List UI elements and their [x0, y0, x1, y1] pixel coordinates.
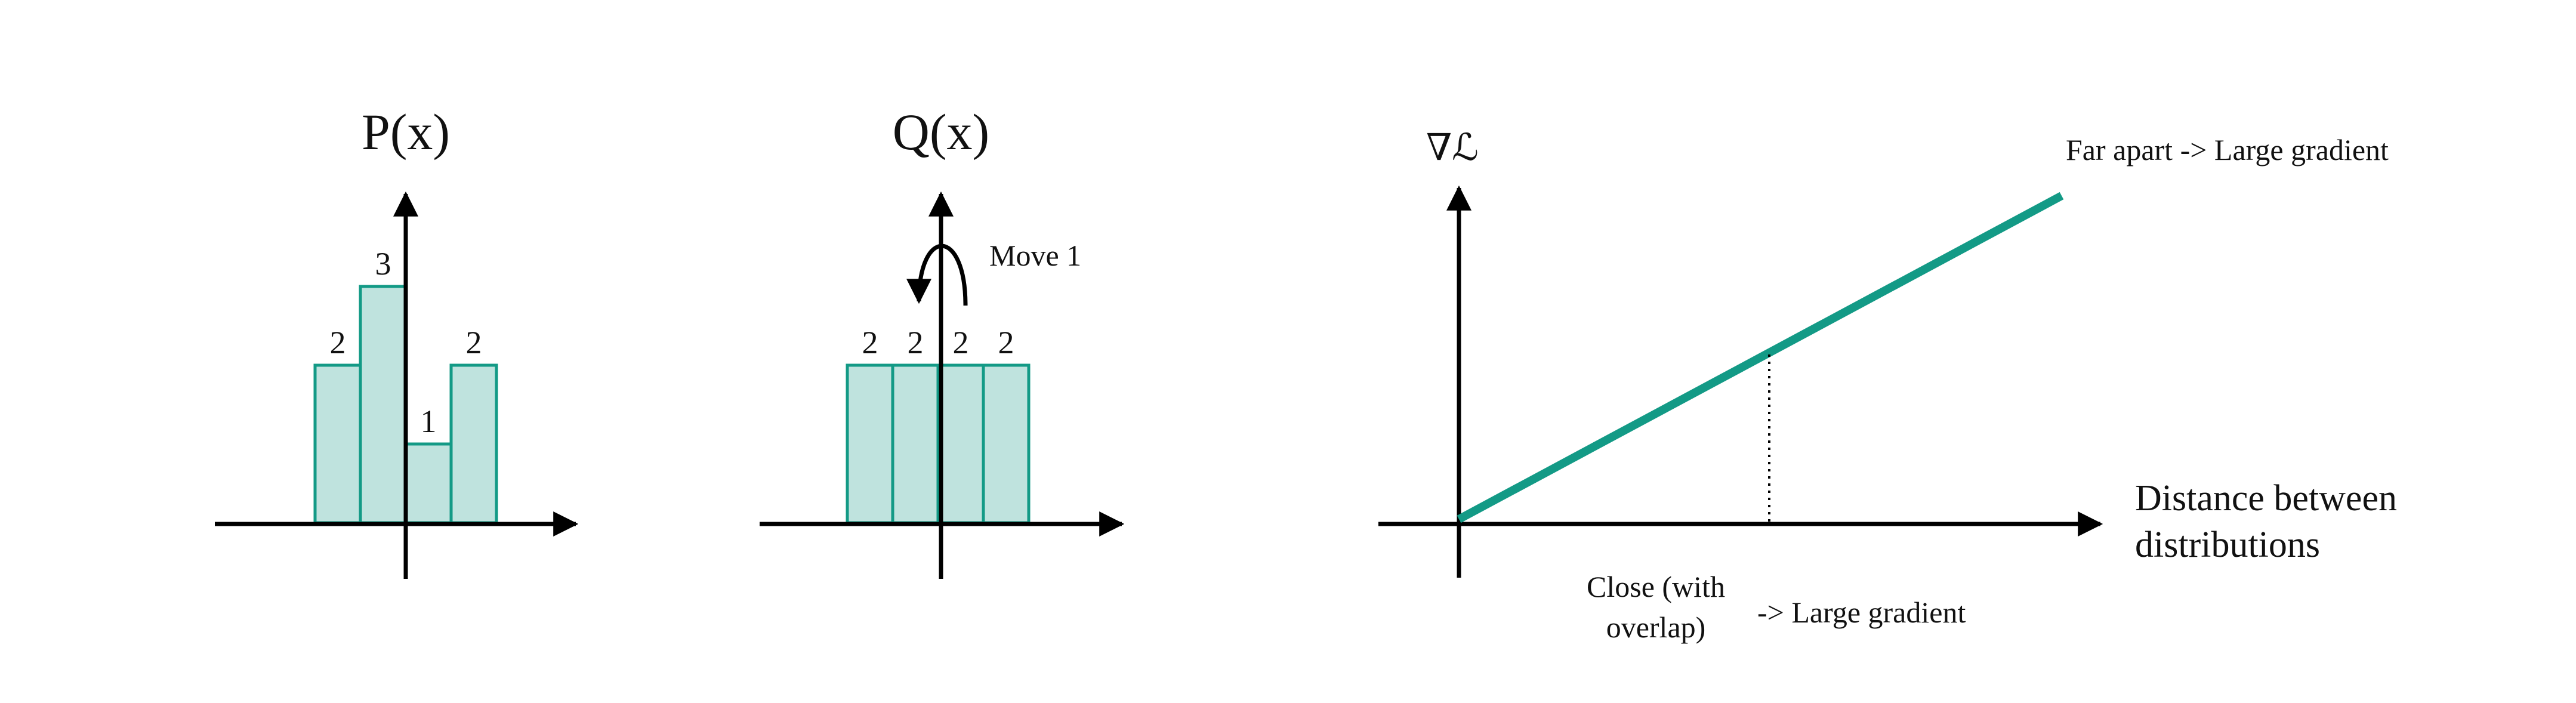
q-bar-3 — [936, 363, 985, 525]
close-note-line1: Close (with — [1587, 570, 1725, 603]
p-bar-4 — [449, 363, 498, 525]
p-bars: 2 3 1 2 — [313, 246, 498, 525]
p-bar-2 — [359, 285, 408, 525]
q-bar-label-2: 2 — [908, 325, 924, 360]
p-title: P(x) — [362, 103, 450, 161]
p-panel: P(x) 2 3 1 2 — [215, 103, 579, 579]
p-bar-3 — [404, 442, 453, 525]
q-bar-4 — [982, 363, 1031, 525]
q-bar-1 — [846, 363, 894, 525]
gradient-y-label: ∇ℒ — [1426, 128, 1479, 168]
p-bar-label-1: 2 — [330, 325, 346, 360]
gradient-line — [1457, 192, 2064, 523]
p-bar-1 — [313, 363, 362, 525]
x-label-line2: distributions — [2135, 525, 2320, 565]
close-gradient-note: -> Large gradient — [1757, 596, 1966, 629]
far-apart-note: Far apart -> Large gradient — [2066, 133, 2389, 166]
p-bar-label-3: 1 — [421, 403, 437, 439]
p-bar-label-4: 2 — [466, 325, 482, 360]
q-bar-label-1: 2 — [862, 325, 878, 360]
close-note-line2: overlap) — [1606, 610, 1706, 644]
q-title: Q(x) — [893, 103, 989, 161]
q-bar-label-3: 2 — [953, 325, 969, 360]
q-bar-label-4: 2 — [998, 325, 1014, 360]
x-label-line1: Distance between — [2135, 478, 2397, 519]
move-annotation: Move 1 — [989, 239, 1081, 272]
gradient-panel: ∇ℒ Far apart -> Large gradient Distance … — [1378, 128, 2397, 644]
move-arrow — [906, 243, 968, 306]
p-bar-label-2: 3 — [375, 246, 391, 282]
q-bar-2 — [891, 363, 940, 525]
